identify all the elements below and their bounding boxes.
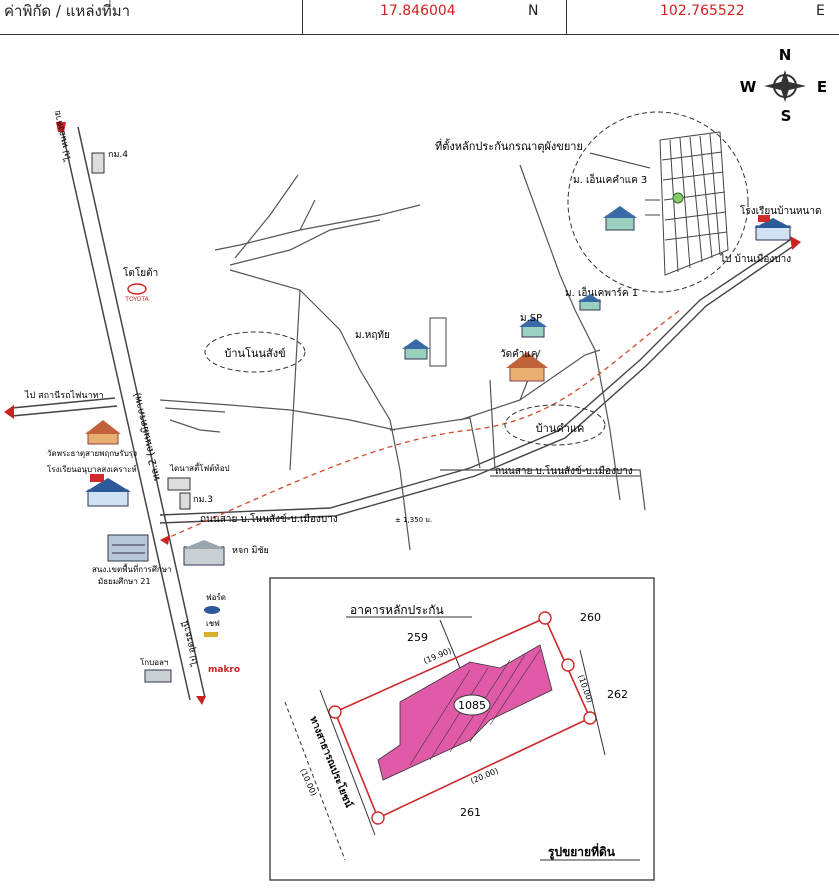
public-road-edge [319, 689, 376, 836]
hangar-label: หจก มิชัย [232, 545, 269, 556]
km3-label: กม.3 [193, 495, 213, 505]
route-dashed [162, 309, 681, 541]
ford-label: ฟอร์ด [206, 592, 226, 602]
road-arrow-east [790, 236, 801, 250]
school-icon [85, 474, 131, 507]
km3-marker [179, 492, 191, 510]
corner-marker [583, 711, 597, 725]
longitude-direction: E [816, 3, 825, 19]
village-nonsang: บ้านโนนสังข์ [224, 346, 285, 360]
pledge-site-label: ที่ตั้งหลักประกันกรณาตุผังขยาย [435, 138, 583, 153]
pledge-leader [589, 152, 651, 169]
corner-marker [538, 611, 552, 625]
muban-enkae3: ม. เอ็นเคคำแค 3 [573, 172, 647, 186]
cocacola-label: โกบอลฯ [140, 657, 168, 667]
building-hatch [409, 649, 541, 766]
header-divider [302, 0, 303, 34]
edu-office2-label: มัธยมศึกษา 21 [98, 577, 151, 586]
muban-sp: ม.SP [520, 313, 542, 324]
parcel-number-oval [453, 694, 491, 716]
school-nong: โรงเรียนบ้านหนาด [740, 204, 821, 217]
compass-n: N [779, 46, 792, 64]
chevy-logo-icon [204, 632, 218, 637]
distance-label: ± 1,350 ม. [395, 516, 432, 524]
house-icon [402, 339, 430, 360]
wat-khamkhae: วัดคำแค [500, 349, 538, 360]
plot-259: 259 [407, 631, 428, 644]
inset-title: อาคารหลักประกัน [350, 603, 444, 617]
dynasty-label: ไดนาสตี้โฟต์ท้อป [169, 462, 230, 473]
toyota-logo-text: TOYOTA [124, 296, 149, 303]
route-arrow [160, 535, 170, 545]
coordinate-header: ค่าพิกัด / แหล่งที่มา 17.846004 N 102.76… [0, 0, 839, 35]
school-icon [754, 215, 792, 241]
subdivision-grid [645, 131, 729, 276]
office-building-icon [107, 534, 149, 562]
plot-260: 260 [580, 611, 601, 624]
building-icon [167, 477, 191, 491]
village-khamkhae: บ้านคำแค [536, 422, 585, 435]
ford-logo-icon [204, 606, 220, 614]
edu-office-label: สนง.เขตพื้นที่การศึกษา [92, 563, 172, 574]
parcel-number: 1085 [458, 699, 486, 712]
inset-caption: รูปขยายที่ดิน [548, 843, 616, 860]
warehouse-icon [182, 540, 226, 566]
to-muang-label: ไป บ้านเมืองบาง [719, 253, 791, 265]
road-upper-label: ถนนสาย บ.โนนสังข์-บ.เมืองบาง [495, 464, 633, 477]
toyota-logo-icon [127, 283, 147, 295]
village-ellipse [504, 404, 606, 446]
longitude-value: 102.765522 [660, 3, 745, 19]
location-map: N S W E ไป หนองคาย ไป อุดรธานี ทล.2 (ถนน… [4, 46, 827, 881]
highway [61, 126, 206, 701]
latitude-value: 17.846004 [380, 3, 456, 19]
km4-label: กม.4 [108, 150, 128, 160]
minor-roads [159, 164, 646, 551]
railway-arrow [4, 405, 14, 419]
highway-arrow-north [56, 122, 66, 132]
to-railway-label: ไป สถานีรถไฟนาทา [24, 390, 104, 401]
muban-npark1: ม. เอ็นเคพาร์ค 1 [565, 285, 638, 299]
parcel-side-line [579, 649, 606, 756]
makro-logo: makro [208, 665, 240, 675]
corner-marker [371, 811, 385, 825]
house-icon [519, 317, 547, 338]
building-icon [91, 152, 105, 174]
latitude-direction: N [528, 3, 539, 19]
muban-huttai: ม.หฤทัย [355, 330, 390, 341]
pledge-site-marker [672, 192, 684, 204]
village-ellipse [204, 331, 306, 373]
subdivision-block [429, 317, 447, 367]
temple-icon [85, 420, 121, 445]
chevy-label: เชฟ [206, 619, 220, 628]
house-icon [578, 294, 602, 311]
coordinate-label: ค่าพิกัด / แหล่งที่มา [4, 2, 131, 20]
compass-s: S [781, 107, 792, 125]
header-divider [566, 0, 567, 34]
temple-icon [506, 352, 548, 382]
road-nonsang-muangbang [159, 239, 793, 524]
compass-rose: N S W E [740, 46, 827, 125]
toyota-label: โตโยต้า [123, 266, 158, 279]
corner-marker [328, 705, 342, 719]
house-icon [603, 206, 637, 231]
corner-marker [561, 658, 575, 672]
compass-w: W [740, 78, 757, 96]
highway-arrow-south [196, 696, 206, 705]
plot-261: 261 [460, 806, 481, 819]
public-road-edge [284, 701, 346, 861]
road-railway [11, 397, 118, 417]
warehouse-icon [144, 669, 172, 683]
plot-262: 262 [607, 688, 628, 701]
subdivision-circle [567, 111, 749, 293]
wat-phra-label: วัดพระธาตุสายพฤกษรับรุง [47, 449, 137, 458]
highway-bottom-label: ไป อุดรธานี [180, 620, 201, 668]
compass-e: E [817, 78, 827, 96]
school-anuban-label: โรงเรียนอนุบาลสงเคราะห์ [47, 464, 137, 474]
highway-top-label: ไป หนองคาย [52, 109, 74, 162]
road-lower-label: ถนนสาย บ.โนนสังข์-บ.เมืองบาง [200, 512, 338, 525]
